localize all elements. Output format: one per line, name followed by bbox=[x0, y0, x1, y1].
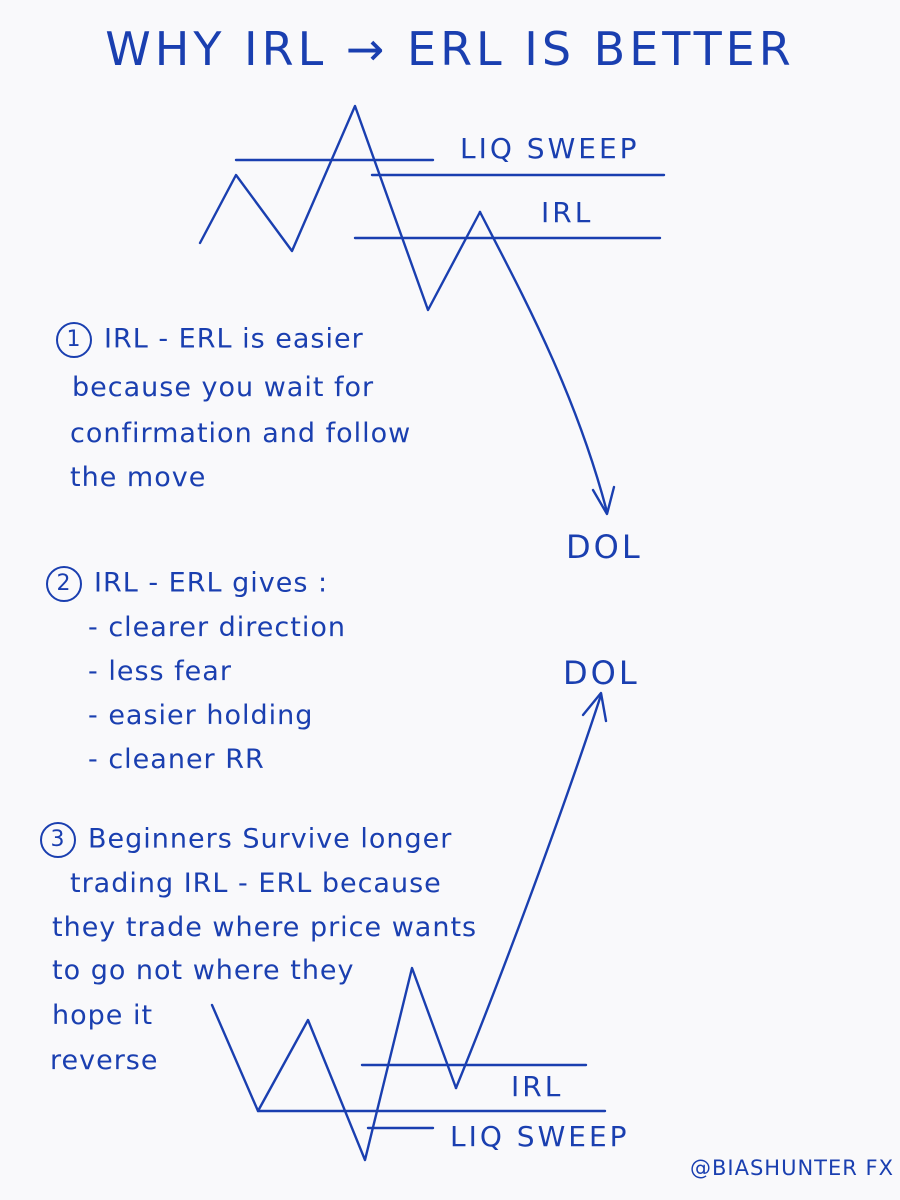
point-2-bullet-2: - less fear bbox=[88, 656, 232, 687]
point-1-line-1: IRL - ERL is easier bbox=[104, 323, 364, 355]
top-dol-arrowhead bbox=[591, 485, 616, 516]
bottom-dol-label: DOL bbox=[563, 654, 640, 692]
point-2-bullet-4: - cleaner RR bbox=[88, 744, 265, 775]
point-2-number: 2 bbox=[46, 566, 82, 602]
point-1: 1 IRL - ERL is easier bbox=[56, 322, 364, 358]
bottom-diagram bbox=[210, 691, 608, 1162]
bottom-irl-label: IRL bbox=[511, 1070, 564, 1103]
bottom-price-path bbox=[210, 966, 458, 1162]
top-diagram bbox=[198, 104, 666, 516]
top-dol-label: DOL bbox=[566, 528, 643, 566]
point-3-line-4: to go not where they bbox=[52, 955, 355, 986]
point-3-number: 3 bbox=[40, 822, 76, 858]
bottom-liq-sweep-label: LIQ SWEEP bbox=[450, 1120, 630, 1153]
bottom-move-to-dol bbox=[454, 693, 603, 1090]
point-2: 2 IRL - ERL gives : bbox=[46, 566, 328, 602]
point-2-heading: IRL - ERL gives : bbox=[94, 567, 329, 599]
point-2-bullet-1: - clearer direction bbox=[88, 612, 346, 643]
page-title: WHY IRL → ERL IS BETTER bbox=[105, 22, 795, 76]
point-1-line-2: because you wait for bbox=[72, 372, 375, 403]
point-3: 3 Beginners Survive longer bbox=[40, 822, 452, 858]
point-3-line-3: they trade where price wants bbox=[52, 912, 478, 943]
point-3-line-2: trading IRL - ERL because bbox=[70, 868, 442, 899]
top-price-path bbox=[198, 104, 482, 312]
top-irl-label: IRL bbox=[541, 196, 594, 229]
point-2-bullet-3: - easier holding bbox=[88, 700, 314, 731]
point-3-line-6: reverse bbox=[50, 1045, 159, 1076]
point-1-line-3: confirmation and follow bbox=[70, 418, 412, 449]
top-move-to-dol bbox=[478, 210, 609, 514]
point-1-line-4: the move bbox=[70, 462, 207, 493]
author-handle: @BIASHUNTER FX bbox=[690, 1156, 894, 1180]
top-liq-sweep-label: LIQ SWEEP bbox=[460, 132, 640, 165]
point-1-number: 1 bbox=[56, 322, 92, 358]
point-3-line-5: hope it bbox=[52, 1000, 154, 1031]
point-3-line-1: Beginners Survive longer bbox=[88, 823, 453, 855]
bottom-dol-arrowhead bbox=[581, 691, 608, 723]
